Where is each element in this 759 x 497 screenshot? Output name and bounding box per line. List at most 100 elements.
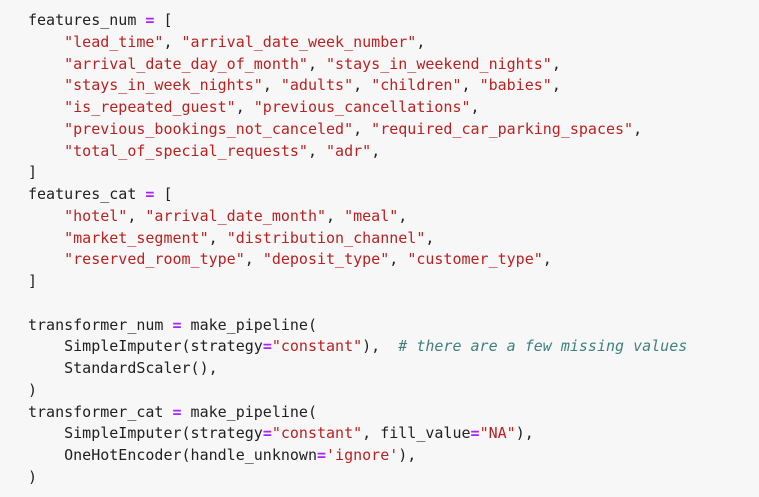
code-token: , bbox=[416, 32, 426, 51]
code-token: , bbox=[633, 119, 643, 138]
code-token: , bbox=[461, 76, 480, 95]
code-token: transformer_cat bbox=[28, 402, 173, 421]
code-token: , bbox=[389, 250, 408, 269]
code-token: "deposit_type" bbox=[262, 250, 390, 269]
code-token bbox=[28, 76, 64, 94]
code-token: "children" bbox=[371, 76, 462, 95]
code-token bbox=[28, 33, 64, 51]
code-token: features_num bbox=[28, 11, 146, 29]
code-token: , bbox=[235, 98, 254, 116]
code-token: make_pipeline( bbox=[181, 402, 317, 421]
code-line: transformer_num = make_pipeline( bbox=[28, 315, 759, 337]
code-token bbox=[28, 207, 64, 225]
code-token: "total_of_special_requests" bbox=[64, 141, 308, 160]
code-token: = bbox=[262, 424, 272, 443]
code-token: = bbox=[470, 424, 480, 443]
code-line: ] bbox=[28, 271, 759, 293]
code-token bbox=[28, 250, 64, 268]
code-token: , bbox=[353, 119, 372, 138]
code-token: "lead_time" bbox=[64, 32, 164, 51]
code-token: , bbox=[371, 141, 381, 160]
code-token: "NA" bbox=[479, 424, 516, 443]
code-line: "hotel", "arrival_date_month", "meal", bbox=[28, 206, 759, 228]
code-token: "hotel" bbox=[64, 206, 128, 225]
code-token: "constant" bbox=[271, 337, 363, 356]
code-line: ] bbox=[28, 162, 759, 184]
code-token: ] bbox=[28, 272, 38, 290]
code-token: , fill_value bbox=[362, 424, 471, 443]
code-token: [ bbox=[154, 185, 173, 203]
code-token: "babies" bbox=[479, 76, 552, 95]
code-token: = bbox=[262, 337, 272, 356]
code-token: "customer_type" bbox=[407, 250, 543, 269]
code-token bbox=[28, 229, 64, 247]
code-token bbox=[28, 98, 64, 116]
code-token: ), bbox=[398, 446, 417, 464]
code-token: "arrival_date_week_number" bbox=[181, 32, 417, 51]
code-token: , bbox=[244, 250, 263, 269]
code-token: "previous_cancellations" bbox=[253, 98, 471, 116]
code-token: ) bbox=[28, 380, 38, 399]
code-token: , bbox=[163, 32, 182, 51]
code-token: = bbox=[145, 185, 155, 203]
code-line: "previous_bookings_not_canceled", "requi… bbox=[28, 119, 759, 141]
code-line: "arrival_date_day_of_month", "stays_in_w… bbox=[28, 54, 759, 76]
code-line bbox=[28, 293, 759, 315]
code-line: transformer_cat = make_pipeline( bbox=[28, 402, 759, 424]
code-token: features_cat bbox=[28, 185, 146, 203]
code-line: SimpleImputer(strategy="constant", fill_… bbox=[28, 423, 759, 445]
code-token: 'ignore' bbox=[326, 446, 399, 464]
code-line: features_cat = [ bbox=[28, 184, 759, 206]
code-line: OneHotEncoder(handle_unknown='ignore'), bbox=[28, 445, 759, 467]
code-token: # there are a few missing values bbox=[398, 337, 688, 356]
code-token: ) bbox=[28, 467, 38, 486]
code-token: , bbox=[551, 54, 561, 73]
code-token: transformer_num bbox=[28, 315, 173, 334]
code-token: ] bbox=[28, 163, 38, 182]
code-token: , bbox=[353, 76, 372, 95]
code-line: "total_of_special_requests", "adr", bbox=[28, 141, 759, 163]
code-token: "previous_bookings_not_canceled" bbox=[64, 119, 354, 138]
code-token: , bbox=[425, 228, 435, 247]
code-token: "meal" bbox=[344, 206, 399, 225]
code-line: "lead_time", "arrival_date_week_number", bbox=[28, 32, 759, 54]
code-token: make_pipeline( bbox=[181, 315, 317, 334]
code-token bbox=[28, 120, 64, 138]
code-line: SimpleImputer(strategy="constant"), # th… bbox=[28, 336, 759, 358]
code-line: "market_segment", "distribution_channel"… bbox=[28, 228, 759, 250]
code-token bbox=[28, 142, 64, 160]
code-token: , bbox=[551, 76, 561, 95]
code-token: , bbox=[127, 206, 146, 225]
code-token: OneHotEncoder(handle_unknown bbox=[28, 446, 317, 464]
code-token: "adr" bbox=[326, 141, 372, 160]
code-token: SimpleImputer(strategy bbox=[28, 424, 263, 443]
code-token: "required_car_parking_spaces" bbox=[371, 119, 634, 138]
code-token: , bbox=[307, 141, 327, 160]
code-token: = bbox=[316, 446, 327, 464]
code-token: = bbox=[145, 11, 155, 29]
code-line: "reserved_room_type", "deposit_type", "c… bbox=[28, 249, 759, 271]
code-token: ), bbox=[515, 424, 534, 443]
code-token: , bbox=[326, 206, 345, 225]
code-token: StandardScaler(), bbox=[28, 359, 218, 377]
code-token: SimpleImputer(strategy bbox=[28, 337, 263, 356]
code-token: "distribution_channel" bbox=[226, 228, 426, 247]
code-token: , bbox=[470, 98, 480, 116]
code-token: , bbox=[542, 250, 552, 269]
code-token: , bbox=[208, 228, 227, 247]
code-token: "adults" bbox=[280, 76, 354, 95]
code-token: = bbox=[172, 402, 182, 421]
code-line: "stays_in_week_nights", "adults", "child… bbox=[28, 75, 759, 97]
code-token: , bbox=[398, 206, 408, 225]
code-token: "constant" bbox=[271, 424, 363, 443]
code-token: "reserved_room_type" bbox=[64, 250, 245, 269]
code-token: "market_segment" bbox=[64, 228, 209, 247]
code-token: "arrival_date_month" bbox=[145, 206, 327, 225]
code-line: "is_repeated_guest", "previous_cancellat… bbox=[28, 97, 759, 119]
code-token: [ bbox=[154, 11, 173, 29]
code-line: ) bbox=[28, 380, 759, 402]
code-token: , bbox=[262, 76, 281, 95]
code-line: ) bbox=[28, 467, 759, 489]
code-token: ), bbox=[362, 337, 399, 356]
